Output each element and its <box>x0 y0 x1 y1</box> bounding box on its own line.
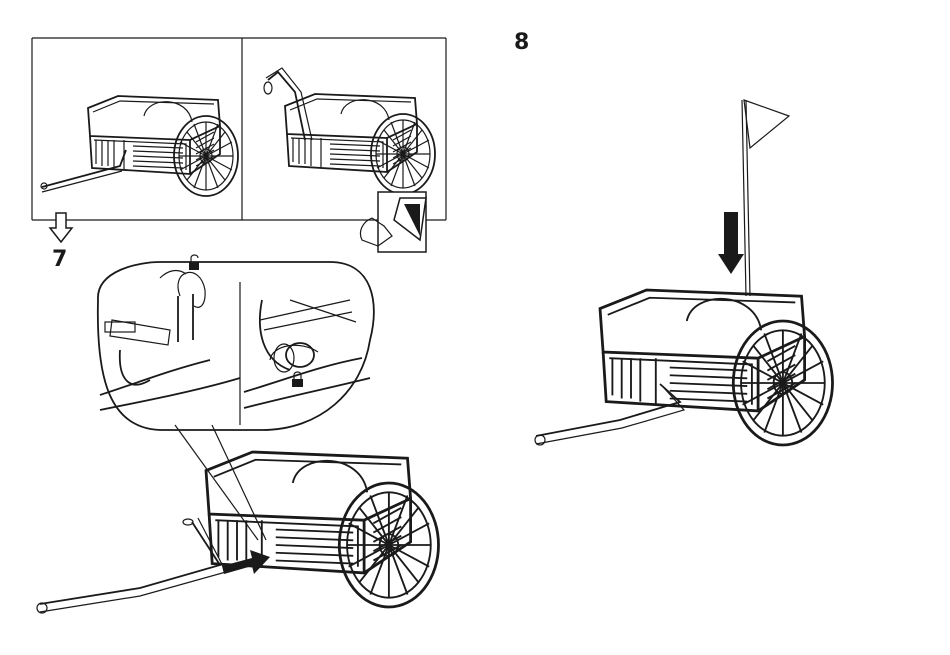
unlocked-padlock-icon <box>189 255 199 270</box>
outline-down-arrow-icon <box>50 213 72 242</box>
step7-illustration <box>37 255 439 613</box>
cart-step8 <box>600 290 833 445</box>
overview-panel <box>32 38 446 252</box>
cart-with-handle <box>285 94 435 194</box>
cart-with-drawbar <box>88 96 238 196</box>
step-number-8: 8 <box>514 30 529 55</box>
step8-illustration <box>535 100 833 445</box>
step-number-7: 7 <box>52 247 67 272</box>
solid-down-arrow-icon <box>718 212 744 274</box>
loose-drawbar <box>40 522 220 604</box>
safety-flag <box>742 100 789 296</box>
cart-step7 <box>206 452 439 607</box>
page-turn-icon <box>360 192 426 252</box>
